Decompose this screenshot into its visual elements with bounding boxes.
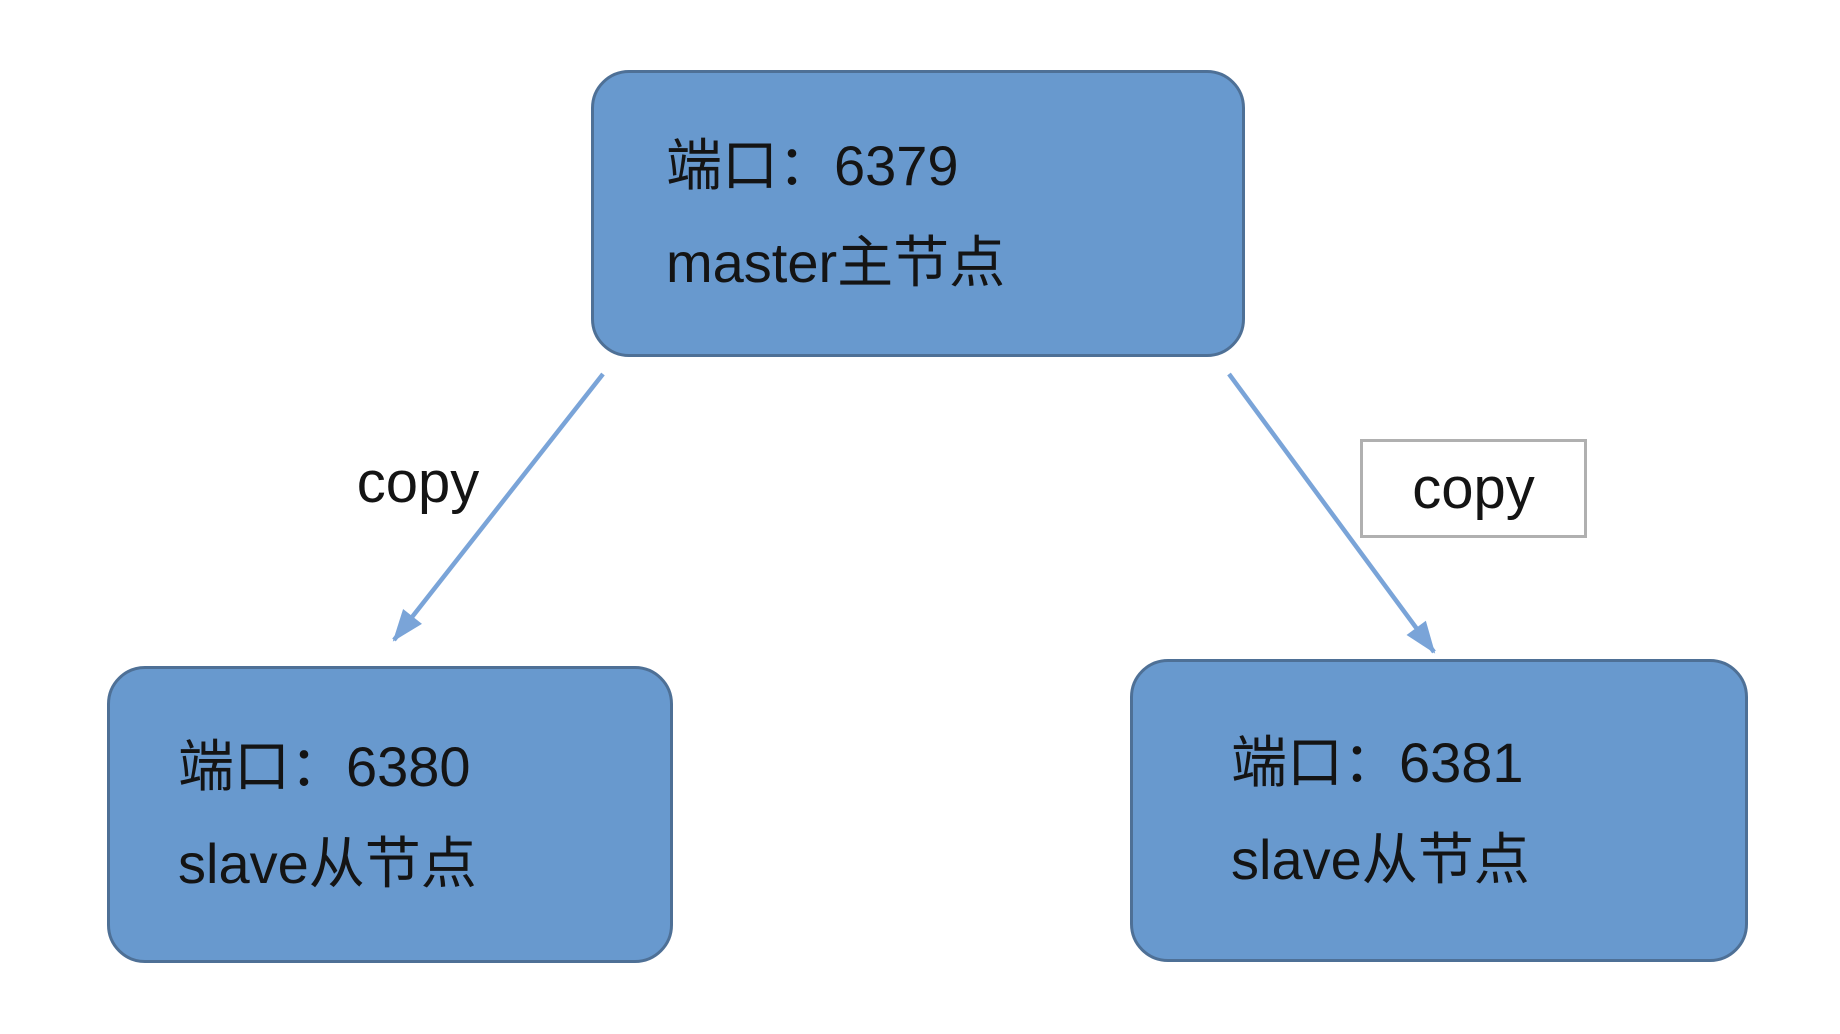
node-master-role: master主节点 xyxy=(666,230,1006,294)
node-slave-6381: 端口：6381 slave从节点 xyxy=(1130,659,1748,962)
node-slave-6380: 端口：6380 slave从节点 xyxy=(107,666,673,963)
node-slave-6380-port: 端口：6380 xyxy=(178,734,471,798)
node-slave-6381-role: slave从节点 xyxy=(1231,827,1530,891)
node-master: 端口：6379 master主节点 xyxy=(591,70,1245,357)
edge-label-copy-left: copy xyxy=(356,449,480,515)
node-slave-6380-role: slave从节点 xyxy=(178,831,477,895)
edge-label-copy-right: copy xyxy=(1360,439,1587,538)
node-slave-6381-port: 端口：6381 xyxy=(1231,730,1524,794)
node-master-port: 端口：6379 xyxy=(666,133,959,197)
